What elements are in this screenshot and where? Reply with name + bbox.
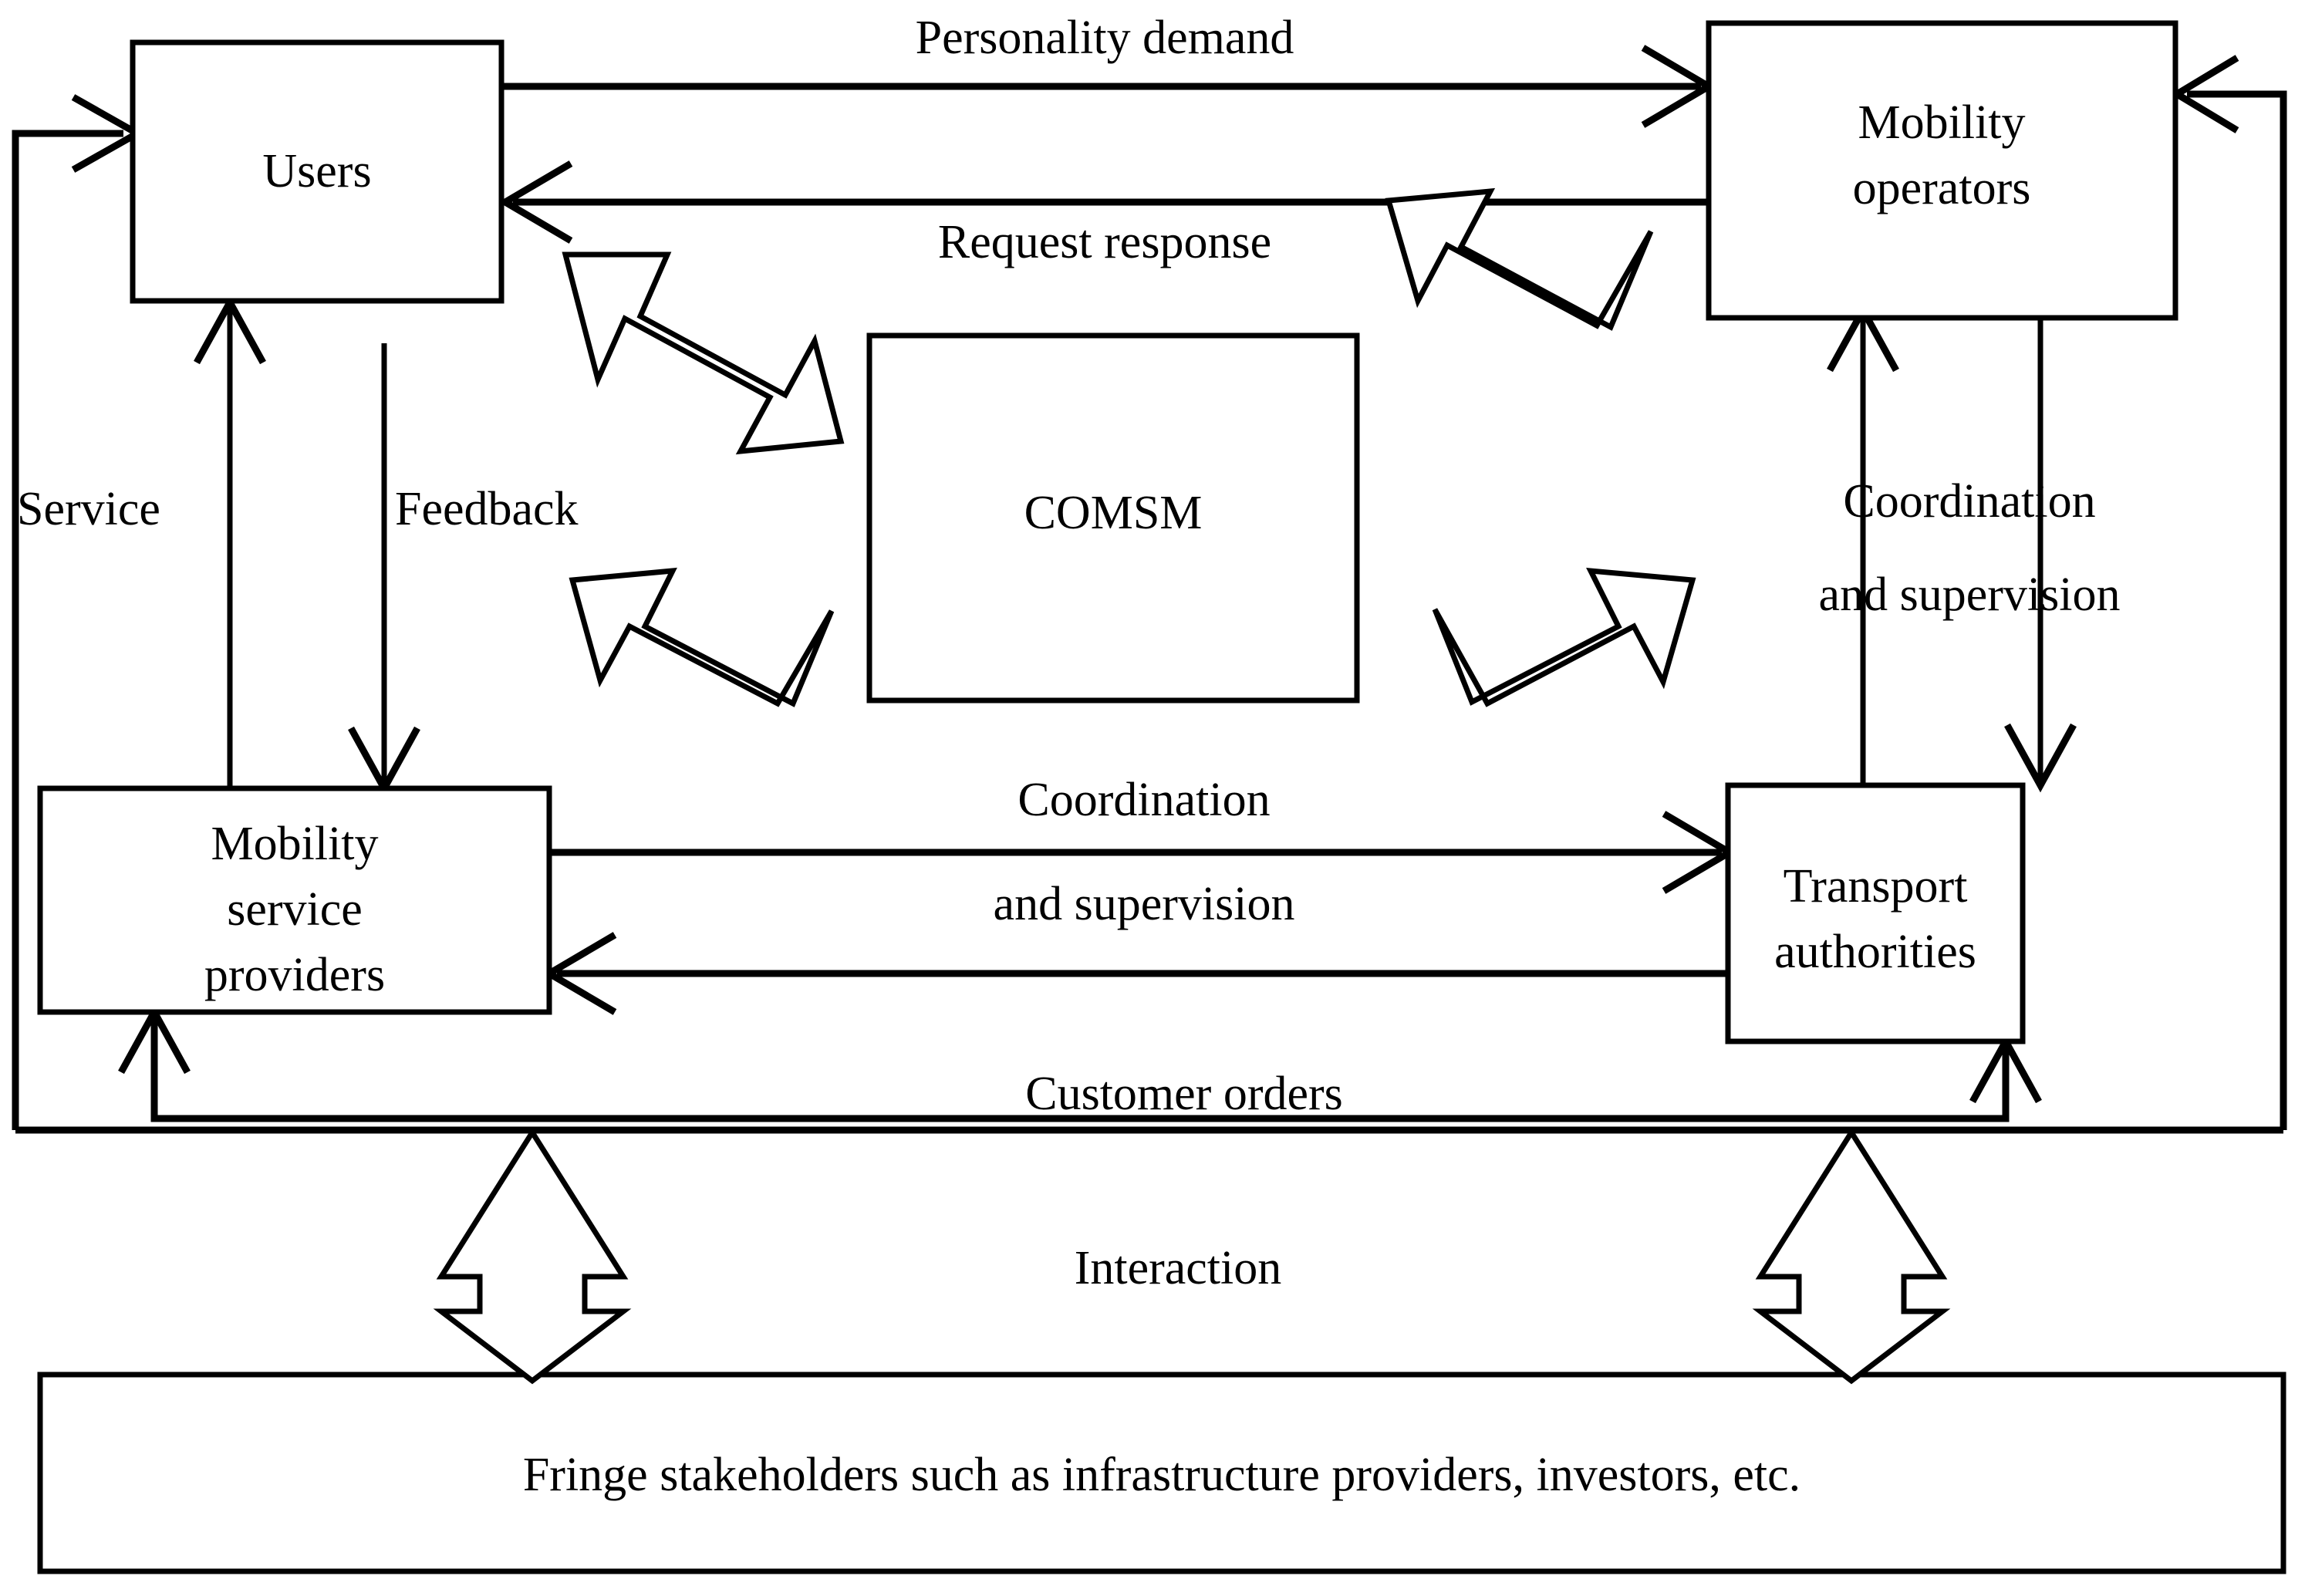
node-transport-authorities[interactable] [1725,782,2026,1044]
node-label-msp-line3: providers [204,949,385,1001]
node-label-msp-line1: Mobility [211,818,378,870]
node-label-transport-authorities-line2: authorities [1774,926,1976,978]
edge-label-customer-orders: Customer orders [1025,1068,1343,1120]
node-label-fringe-stakeholders: Fringe stakeholders such as infrastructu… [523,1449,1800,1501]
node-users[interactable] [130,39,505,304]
node-label-transport-authorities-line1: Transport [1784,860,1968,913]
node-mobility-service-providers[interactable] [37,785,552,1015]
edge-label-coordination-center-line1: Coordination [1018,774,1270,826]
node-label-mobility-operators-line1: Mobility [1858,96,2025,149]
edge-feedback-vertical [348,343,420,796]
edge-label-interaction: Interaction [1075,1242,1282,1294]
node-label-comsm: COMSM [1024,487,1203,539]
block-arrow-users-comsm [562,251,845,455]
edge-label-personality-demand: Personality demand [916,12,1294,64]
edge-label-coordination-right-line2: and supervision [1819,569,2121,621]
block-arrow-interaction-left [433,1127,632,1385]
edge-label-service: Service [17,483,160,535]
edge-request-response [498,160,1709,244]
edge-label-request-response: Request response [938,216,1271,268]
edge-coordination-right-down [2004,320,2077,793]
block-arrow-interaction-right [1752,1127,1951,1385]
edge-label-feedback: Feedback [395,483,579,535]
node-comsm[interactable] [866,332,1360,704]
node-mobility-operators[interactable] [1706,20,2178,321]
edge-service-vertical [194,295,266,788]
node-label-mobility-operators-line2: operators [1853,162,2031,214]
block-arrow-comsm-transport-authorities [1432,567,1696,707]
edge-right-outer-loop [2170,55,2287,1130]
node-label-users: Users [262,145,371,197]
edge-coordination-right-up [1827,302,1899,785]
node-fringe-stakeholders[interactable] [37,1372,2286,1574]
block-arrow-msp-comsm [569,567,835,707]
edge-coordination-center-back [542,932,1728,1015]
edge-label-coordination-center-line2: and supervision [994,878,1295,930]
block-arrow-comsm-mobility-operators [1385,187,1654,331]
edge-label-coordination-right-line1: Coordination [1843,475,2095,528]
node-label-msp-line2: service [227,883,363,936]
